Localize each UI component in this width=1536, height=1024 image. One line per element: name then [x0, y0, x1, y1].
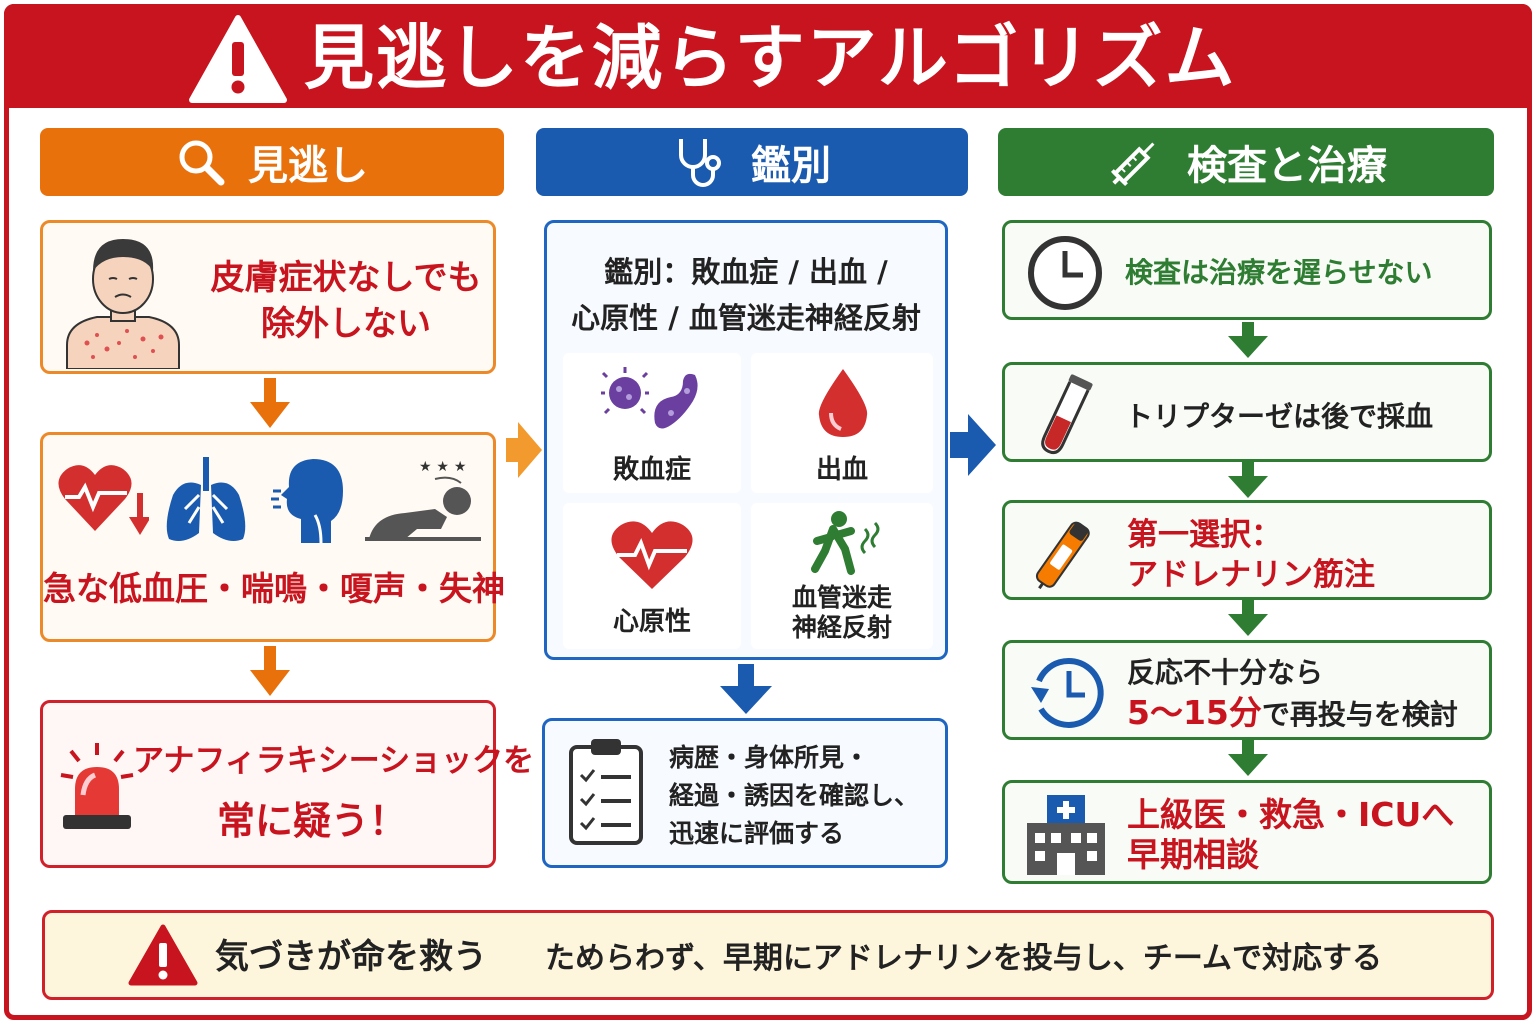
step-no-delay: 検査は治療を遅らせない [1002, 220, 1492, 320]
anaphylaxis-alert-box: アナフィラキシーショックを 常に疑う！ [40, 700, 535, 868]
footer-lead: 気づきが命を救う [215, 937, 487, 977]
arrow-down-icon [1226, 740, 1270, 778]
arrow-down-icon [718, 664, 774, 716]
differential-box: 鑑別：敗血症 / 出血 / 心原性 / 血管迷走神経反射 敗血症 出血 心原性 [544, 220, 948, 660]
stethoscope-icon [673, 135, 729, 189]
column-header-diff: 鑑別 [536, 128, 968, 196]
dizzy-walking-icon [811, 509, 891, 579]
patient-rash-icon [63, 231, 183, 369]
anaphylaxis-text: アナフィラキシーショックを 常に疑う！ [133, 743, 535, 843]
siren-icon [57, 739, 137, 835]
step-tryptase: トリプターゼは後で採血 [1002, 362, 1492, 462]
arrow-down-icon [248, 646, 292, 698]
symptoms-box: ★ ★ ★ 急な低血圧・喘鳴・嗄声・失神 [40, 432, 505, 642]
clipboard-checklist-icon [567, 737, 645, 847]
test-tube-icon [1035, 373, 1095, 459]
column-heading-miss: 見逃し [248, 143, 368, 189]
heart-icon [609, 517, 695, 593]
hospital-icon [1023, 793, 1109, 877]
step-no-delay-text: 検査は治療を遅らせない [1125, 256, 1433, 289]
search-icon [176, 137, 226, 187]
sepsis-cell: 敗血症 [563, 353, 741, 493]
throat-icon [271, 455, 351, 545]
symptoms-text: 急な低血圧・喘鳴・嗄声・失神 [43, 569, 505, 608]
arrow-right-icon [950, 412, 996, 478]
column-header-miss: 見逃し [40, 128, 504, 196]
bleeding-cell: 出血 [751, 353, 933, 493]
column-heading-diff: 鑑別 [751, 143, 831, 189]
assessment-box: 病歴・身体所見・ 経過・誘因を確認し、 迅速に評価する [542, 718, 948, 868]
clock-icon [1025, 233, 1105, 313]
bleeding-label: 出血 [815, 455, 868, 485]
bacteria-icon [601, 367, 701, 437]
heart-rate-down-icon [57, 459, 149, 543]
cardiogenic-label: 心原性 [612, 607, 691, 637]
skin-symptom-box: 皮膚症状なしでも 除外しない [40, 220, 496, 374]
step-adrenaline: 第一選択： アドレナリン筋注 [1002, 500, 1492, 600]
footer-text: ためらわず、早期にアドレナリンを投与し、チームで対応する [545, 941, 1382, 976]
title-banner: 見逃しを減らすアルゴリズム [4, 4, 1532, 108]
arrow-down-icon [248, 378, 292, 430]
arrow-right-icon [506, 420, 542, 480]
step-readminister: 反応不十分なら 5～15分で再投与を検討 [1002, 640, 1492, 740]
blood-drop-icon [815, 367, 871, 439]
vasovagal-label: 血管迷走 神経反射 [791, 583, 892, 642]
arrow-down-icon [1226, 600, 1270, 638]
syringe-icon [1105, 134, 1165, 190]
step-adrenaline-text: 第一選択： アドレナリン筋注 [1127, 517, 1375, 593]
warning-icon [127, 923, 199, 987]
sepsis-label: 敗血症 [612, 455, 691, 485]
column-header-treat: 検査と治療 [998, 128, 1494, 196]
page-title: 見逃しを減らすアルゴリズム [304, 17, 1237, 99]
column-heading-treat: 検査と治療 [1187, 143, 1387, 189]
repeat-timer-icon [1027, 653, 1107, 733]
step-tryptase-text: トリプターゼは後で採血 [1125, 400, 1434, 433]
step-escalate-text: 上級医・救急・ICUへ 早期相談 [1127, 795, 1455, 874]
step-readminister-text: 反応不十分なら 5～15分で再投与を検討 [1127, 656, 1458, 732]
assessment-text: 病歴・身体所見・ 経過・誘因を確認し、 迅速に評価する [669, 743, 920, 848]
lungs-icon [163, 455, 249, 545]
skin-text: 皮膚症状なしでも 除外しない [210, 258, 482, 344]
svg-text:★ ★ ★: ★ ★ ★ [419, 459, 466, 475]
footer-banner: 気づきが命を救う ためらわず、早期にアドレナリンを投与し、チームで対応する [42, 910, 1494, 1000]
arrow-down-icon [1226, 322, 1270, 360]
cardiogenic-cell: 心原性 [563, 503, 741, 649]
autoinjector-icon [1021, 509, 1107, 597]
vasovagal-cell: 血管迷走 神経反射 [751, 503, 933, 649]
warning-icon [188, 14, 288, 106]
fainting-person-icon: ★ ★ ★ [365, 457, 485, 543]
arrow-down-icon [1226, 462, 1270, 500]
step-escalate: 上級医・救急・ICUへ 早期相談 [1002, 780, 1492, 884]
differential-summary: 鑑別：敗血症 / 出血 / 心原性 / 血管迷走神経反射 [571, 255, 921, 335]
